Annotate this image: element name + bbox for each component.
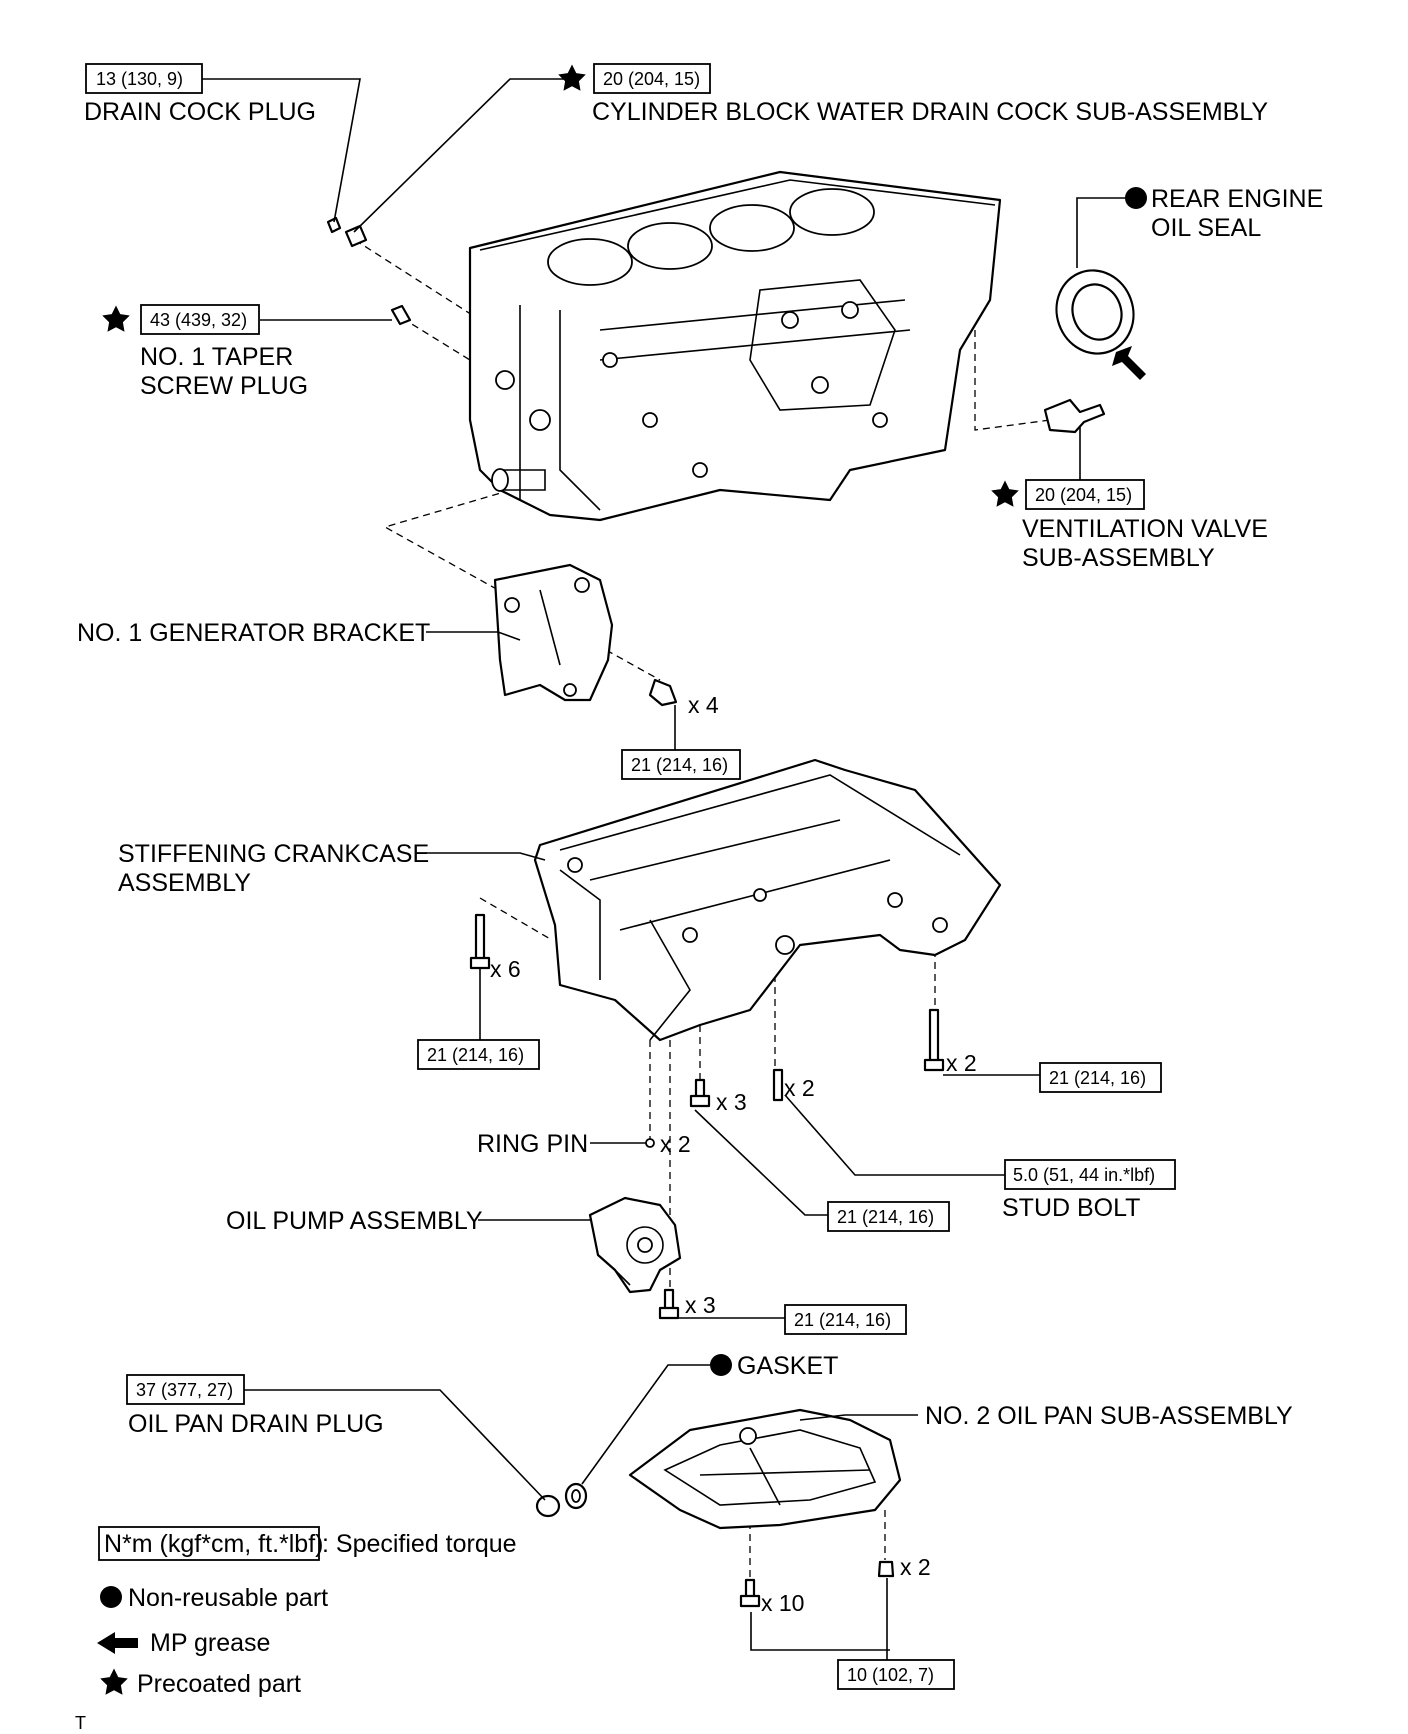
legend-torque-units: N*m (kgf*cm, ft.*lbf) [104,1530,323,1558]
ring-pin-qty: x 2 [660,1131,691,1157]
drain-cock-plug-torque-box [85,63,203,94]
crankcase-middle-torque-box [827,1201,950,1232]
stiffening-crankcase-label-line-1: STIFFENING CRANKCASE [118,840,429,868]
generator-bracket-torque-box [621,749,741,780]
rear-engine-oil-seal-part [1055,269,1135,355]
crankcase-middle-torque: 21 (214, 16) [837,1207,934,1227]
oil-pan-fasteners [739,1560,895,1608]
generator-bracket-qty: x 4 [688,692,719,718]
mp-grease-arrow-icon [97,1632,138,1654]
precoated-star-icon [100,1668,128,1695]
oil-pan-bolt-qty: x 10 [761,1590,804,1616]
ventilation-valve-torque-box [1025,479,1145,510]
drain-cock-parts [326,216,368,248]
legend-torque-box [98,1526,320,1561]
crankcase-middle-bolt-qty: x 3 [716,1089,747,1115]
oil-pan-torque: 10 (102, 7) [847,1665,934,1685]
generator-bracket-illustration [493,563,614,702]
oil-pump-bolt-qty: x 3 [685,1292,716,1318]
footer-mark: T [75,1713,86,1733]
taper-screw-plug-part [390,304,412,326]
ring-pin-label: RING PIN [477,1130,588,1158]
taper-screw-plug-torque: 43 (439, 32) [150,310,247,330]
non-reusable-dot-icon [1125,187,1147,209]
taper-screw-plug-torque-box [140,304,260,335]
ventilation-valve-torque: 20 (204, 15) [1035,485,1132,505]
oil-pan-label: NO. 2 OIL PAN SUB-ASSEMBLY [925,1402,1293,1430]
gasket-label: GASKET [737,1352,838,1380]
water-drain-cock-label: CYLINDER BLOCK WATER DRAIN COCK SUB-ASSE… [592,98,1268,126]
precoated-star-icon [991,480,1019,507]
crankcase-left-bolt-qty: x 6 [490,956,521,982]
oil-pump-torque: 21 (214, 16) [794,1310,891,1330]
ventilation-valve-label-line-2: SUB-ASSEMBLY [1022,544,1215,572]
stud-bolt-label: STUD BOLT [1002,1194,1140,1222]
cylinder-block-illustration [468,170,1002,522]
stud-bolt-torque-box [1004,1159,1176,1190]
rear-oil-seal-label-line-1: REAR ENGINE [1151,185,1323,213]
non-reusable-dot-icon [710,1354,732,1376]
oil-pan-illustration [628,1408,902,1530]
drain-cock-plug-torque: 13 (130, 9) [96,69,183,89]
stud-bolt-qty: x 2 [784,1075,815,1101]
oil-pump-illustration [588,1196,682,1294]
oil-pump-label: OIL PUMP ASSEMBLY [226,1207,483,1235]
drain-plug-and-gasket-parts [535,1482,588,1518]
stiffening-crankcase-illustration [533,758,1002,1042]
water-drain-cock-torque-box [593,63,711,94]
stud-bolt-torque: 5.0 (51, 44 in.*lbf) [1013,1165,1155,1185]
ventilation-valve-label-line-1: VENTILATION VALVE [1022,515,1268,543]
taper-screw-plug-label-line-2: SCREW PLUG [140,372,308,400]
oil-pan-drain-plug-torque: 37 (377, 27) [136,1380,233,1400]
ventilation-valve-part [1043,398,1106,434]
legend-mp-grease: MP grease [150,1629,270,1657]
generator-bracket-label: NO. 1 GENERATOR BRACKET [77,619,430,647]
crankcase-right-torque: 21 (214, 16) [1049,1068,1146,1088]
legend: N*m (kgf*cm, ft.*lbf) : Specified torque… [97,1526,517,1698]
precoated-star-icon [102,305,130,332]
drain-cock-plug-label: DRAIN COCK PLUG [84,98,316,126]
oil-pan-nut-qty: x 2 [900,1554,931,1580]
precoated-star-icon [558,64,586,91]
oil-pump-torque-box [784,1304,907,1335]
water-drain-cock-torque: 20 (204, 15) [603,69,700,89]
legend-precoated: Precoated part [137,1670,301,1698]
taper-screw-plug-label-line-1: NO. 1 TAPER [140,343,293,371]
crankcase-left-torque: 21 (214, 16) [427,1045,524,1065]
oil-pan-drain-plug-torque-box [126,1374,245,1405]
generator-bracket-bolt-part [648,678,678,707]
ring-pin-part [645,1138,655,1148]
legend-torque-text: : Specified torque [322,1530,517,1558]
oil-pan-torque-box [837,1659,955,1690]
non-reusable-dot-icon [100,1586,122,1608]
stiffening-crankcase-label-line-2: ASSEMBLY [118,869,251,897]
mp-grease-arrow-icon [1112,346,1146,380]
crankcase-left-torque-box [417,1039,540,1070]
rear-oil-seal-label-line-2: OIL SEAL [1151,214,1261,242]
leader-lines [202,78,1125,1660]
crankcase-right-bolt-qty: x 2 [946,1050,977,1076]
crankcase-bolts [469,913,945,1320]
oil-pan-drain-plug-label: OIL PAN DRAIN PLUG [128,1410,384,1438]
crankcase-right-torque-box [1039,1062,1162,1093]
legend-non-reusable: Non-reusable part [128,1584,328,1612]
generator-bracket-torque: 21 (214, 16) [631,755,728,775]
